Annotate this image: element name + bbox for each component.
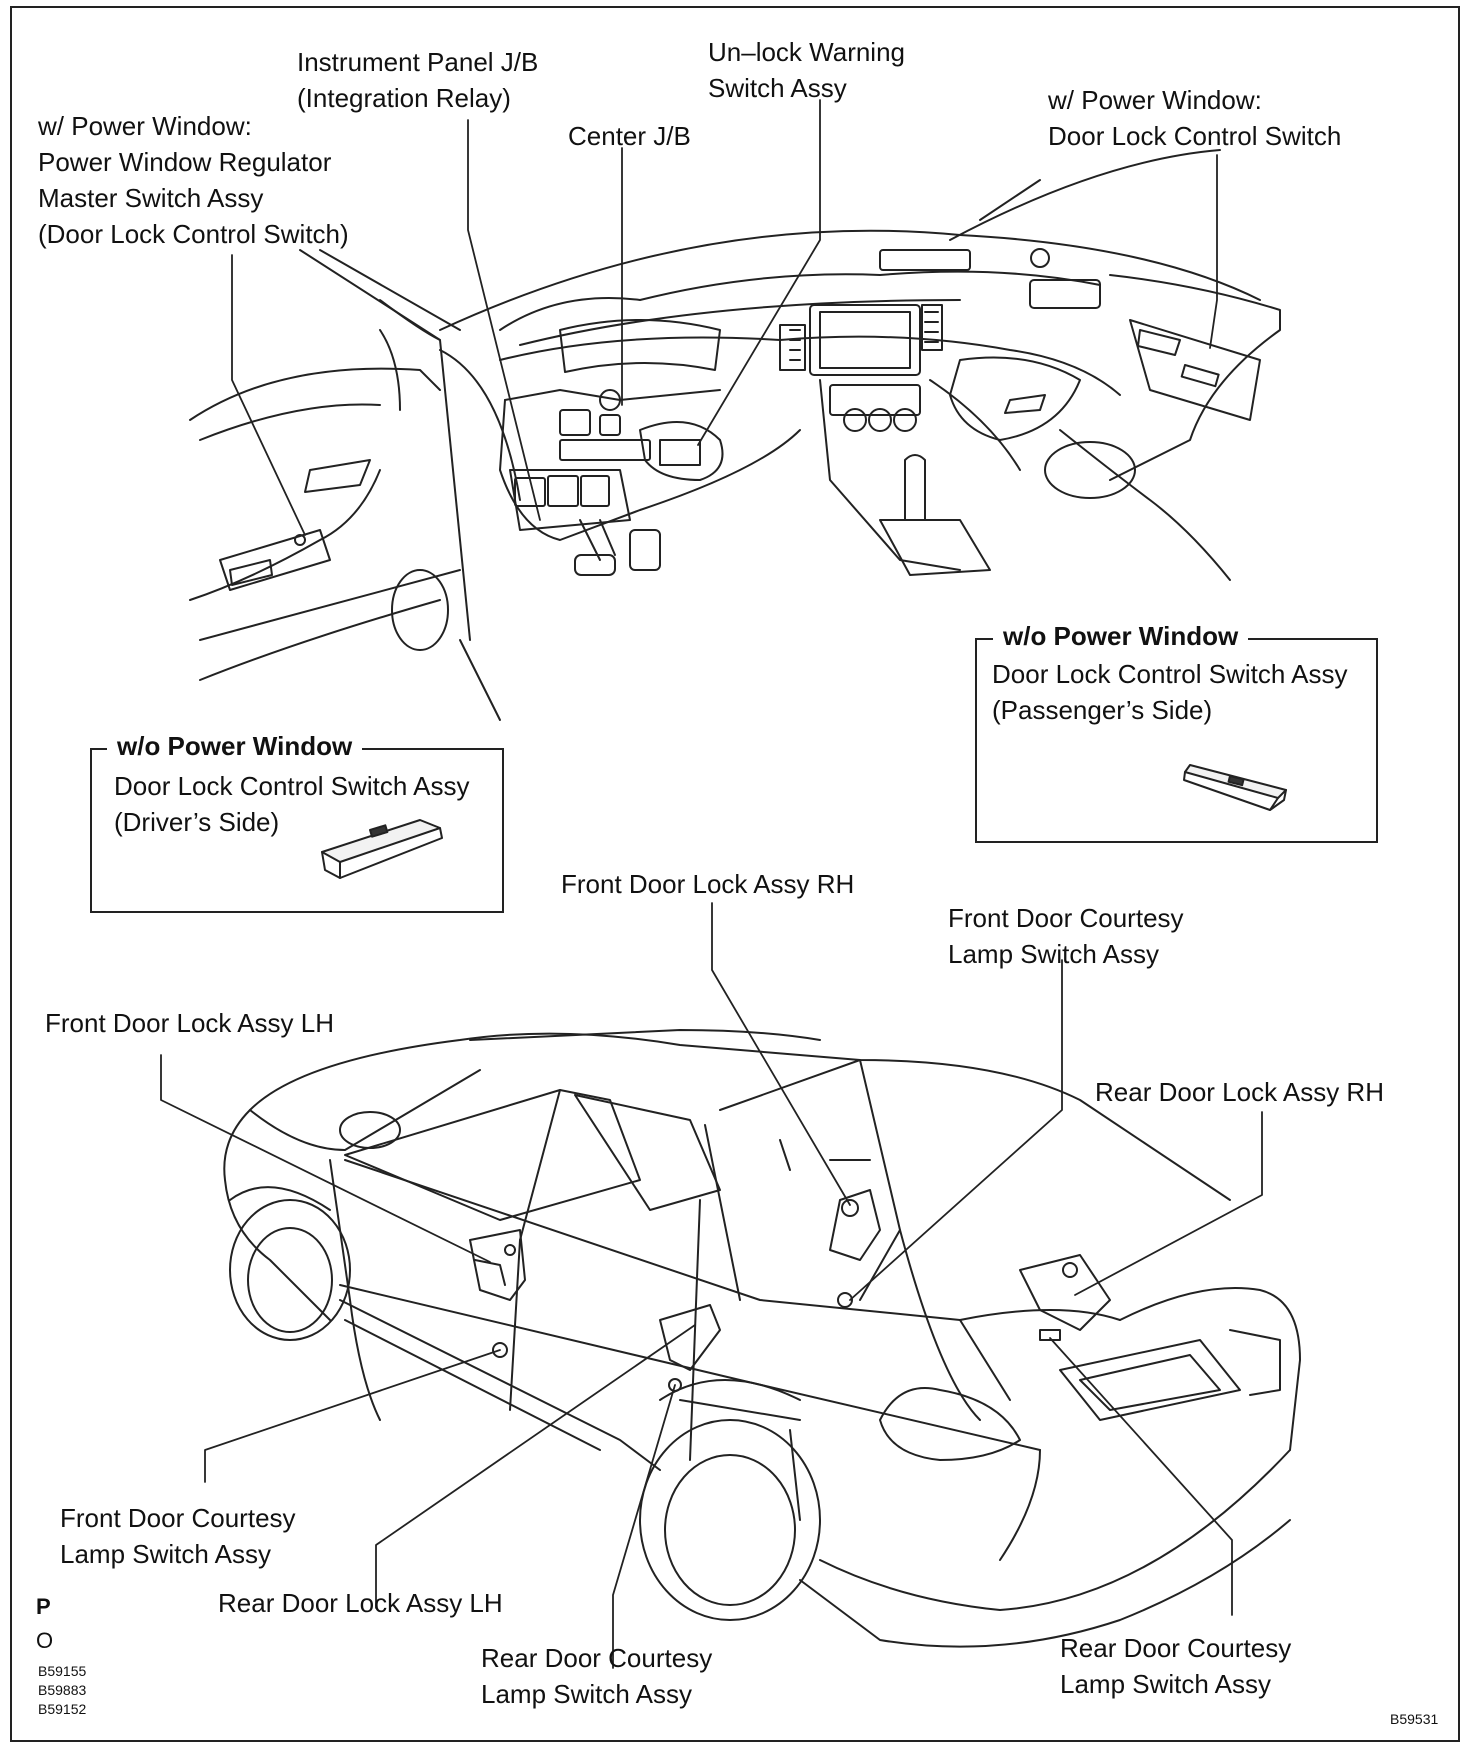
corner-code-2: B59883 — [38, 1682, 87, 1698]
dashboard-illustration — [189, 149, 1281, 721]
inset-passenger-text: Door Lock Control Switch Assy(Passenger’… — [992, 659, 1348, 725]
car-illustration — [223, 1029, 1301, 1648]
label-center-jb: Center J/B — [568, 121, 691, 151]
leader-lines — [160, 99, 1263, 1669]
label-power-window-master-switch: w/ Power Window:Power Window Regulator M… — [38, 111, 349, 249]
inset-passenger-title: w/o Power Window — [993, 621, 1249, 651]
label-instrument-panel-jb: Instrument Panel J/B(Integration Relay) — [297, 47, 539, 113]
label-rear-door-lock-rh: Rear Door Lock Assy RH — [1095, 1077, 1384, 1107]
passenger-door-switch-shape — [1183, 764, 1287, 811]
label-front-door-lock-lh: Front Door Lock Assy LH — [45, 1008, 334, 1038]
figure-code: B59531 — [1390, 1711, 1439, 1727]
corner-code-1: B59155 — [38, 1663, 87, 1679]
inset-driver-title: w/o Power Window — [107, 731, 363, 761]
label-rear-door-lock-lh: Rear Door Lock Assy LH — [218, 1588, 503, 1618]
label-front-door-lock-rh: Front Door Lock Assy RH — [561, 869, 855, 899]
corner-o: O — [36, 1628, 54, 1653]
driver-door-switch-shape — [321, 819, 443, 879]
corner-p: P — [36, 1594, 51, 1619]
diagram-frame — [10, 6, 1460, 1742]
label-power-window-door-lock-switch: w/ Power Window:Door Lock Control Switch — [1048, 85, 1342, 151]
inset-driver-text: Door Lock Control Switch Assy(Driver’s S… — [114, 771, 470, 837]
corner-code-3: B59152 — [38, 1701, 87, 1717]
